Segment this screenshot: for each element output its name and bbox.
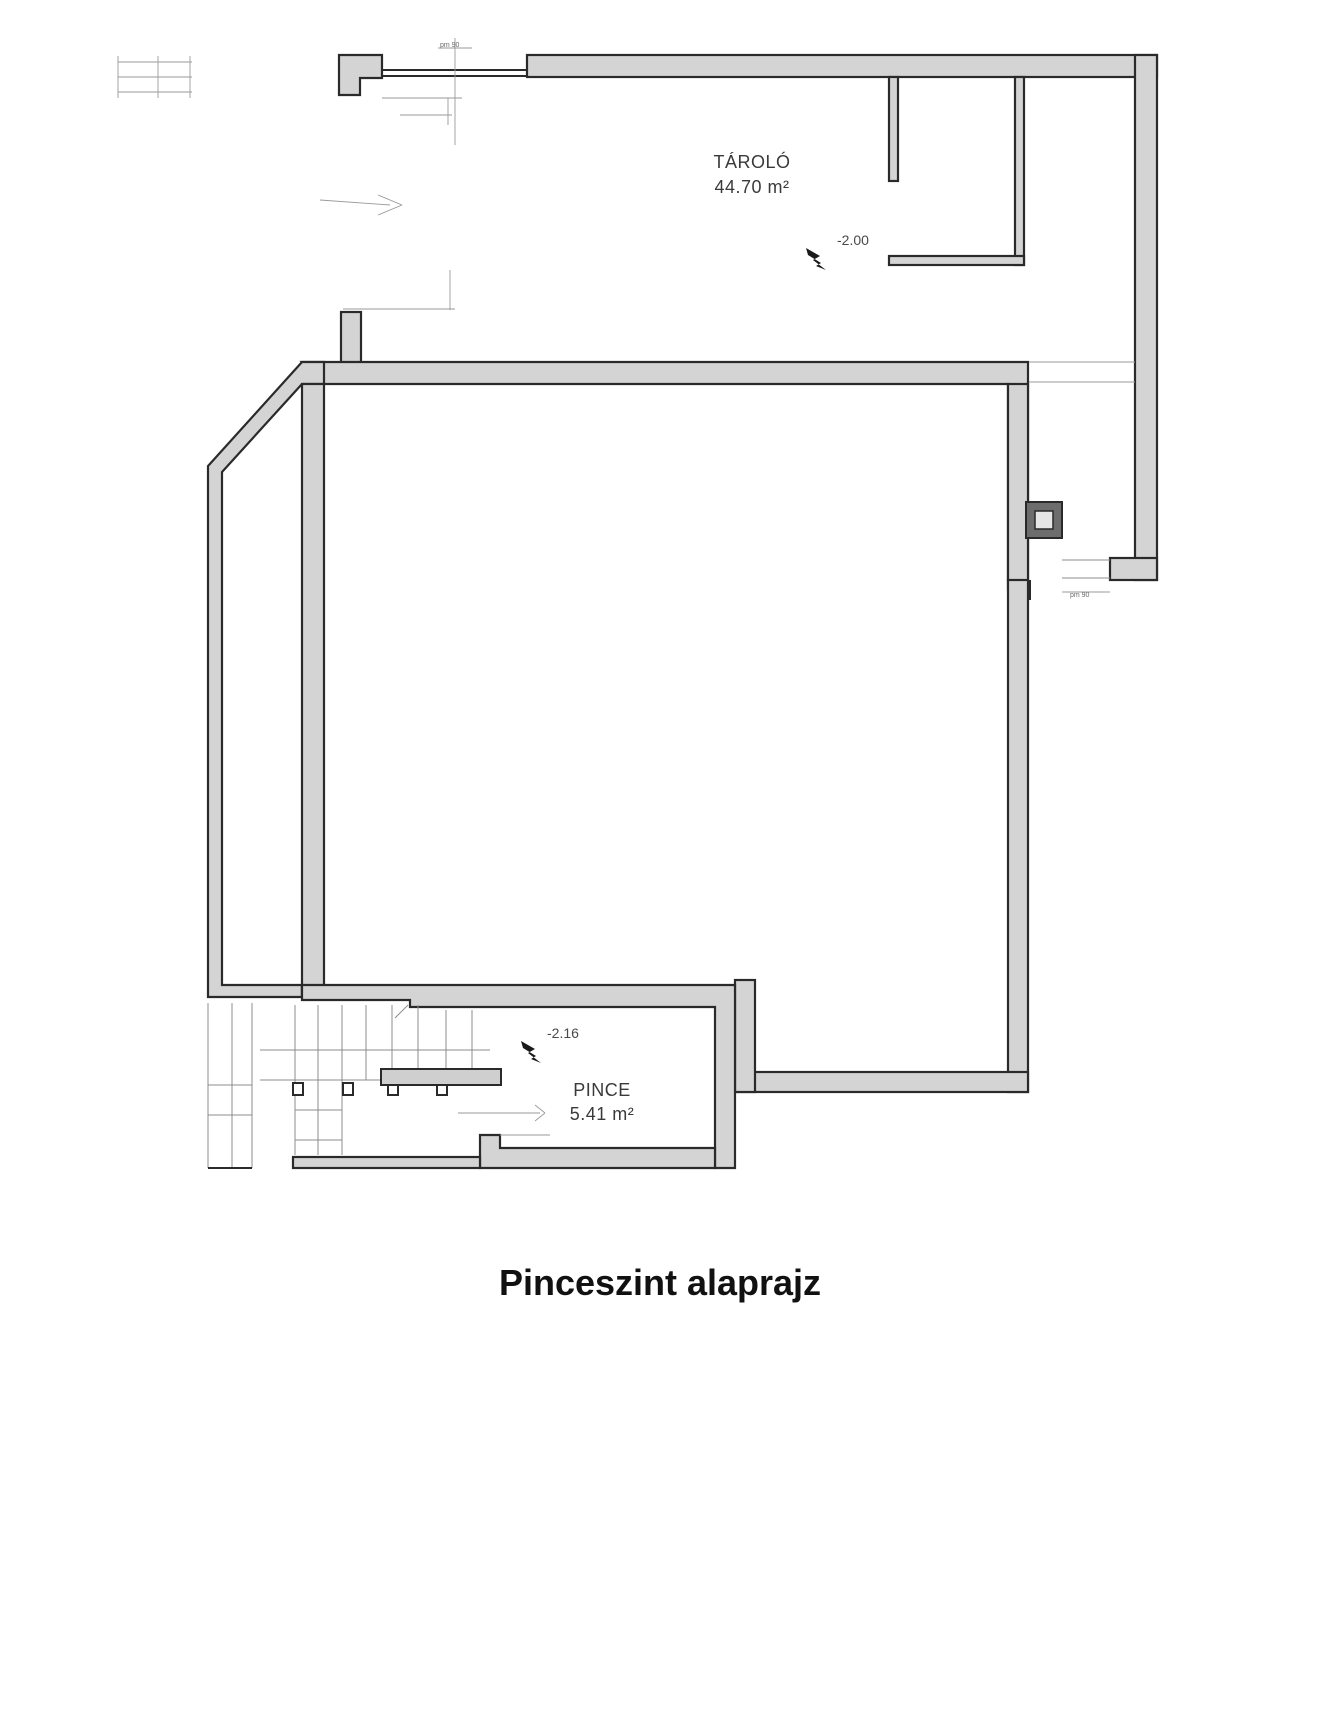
- doorway-marks: [319, 98, 455, 310]
- right-opening: [1029, 361, 1135, 600]
- storage-partitions: [887, 75, 1026, 267]
- page-title: Pinceszint alaprajz: [498, 1262, 822, 1303]
- pince-walls: [291, 983, 737, 1170]
- pince-fixtures: [292, 1068, 546, 1122]
- room-name-pince: PINCE: [573, 1080, 631, 1100]
- chimney: [1025, 501, 1063, 539]
- stairs: [207, 1003, 490, 1169]
- room-name-tarolo: TÁROLÓ: [713, 151, 790, 172]
- room-area-tarolo: 44.70 m²: [714, 177, 789, 197]
- main-outline: [299, 310, 1030, 1094]
- level-label-pince: -2.16: [547, 1025, 579, 1041]
- level-label-tarolo: -2.00: [837, 232, 869, 248]
- dimension-label-right: pm 90: [1070, 592, 1090, 599]
- dimension-fragment: [117, 56, 192, 98]
- dimension-label-top: pm 90: [440, 42, 460, 49]
- room-area-pince: 5.41 m²: [570, 1104, 635, 1124]
- top-wall: [337, 38, 1159, 145]
- right-wall: [1108, 53, 1159, 582]
- left-wall: [206, 360, 326, 999]
- level-marker-icon: [521, 248, 826, 1063]
